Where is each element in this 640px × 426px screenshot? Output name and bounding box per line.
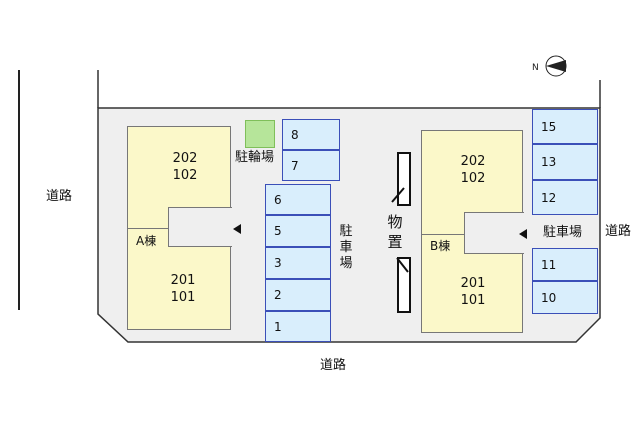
label-char: 物 xyxy=(387,213,403,231)
parking-stall: 12 xyxy=(532,180,598,215)
parking-stall: 7 xyxy=(282,150,340,181)
parking-stall: 5 xyxy=(265,215,331,247)
label-char: 場 xyxy=(339,256,353,271)
building-b-wing-label: B棟 xyxy=(430,239,451,253)
unit-label: 202 xyxy=(172,151,198,166)
building-b-lower-units: 201 101 xyxy=(448,275,498,309)
parking-stall: 6 xyxy=(265,184,331,215)
stall-number: 7 xyxy=(291,158,299,173)
building-b-upper-units: 202 102 xyxy=(448,153,498,187)
stall-number: 12 xyxy=(541,190,557,205)
stall-number: 6 xyxy=(274,192,282,207)
unit-label: 201 xyxy=(460,276,486,291)
road-label-right: 道路 xyxy=(605,224,632,239)
building-a-lower-units: 201 101 xyxy=(158,272,208,306)
parking-stall: 1 xyxy=(265,311,331,342)
bike-parking-label: 駐輪場 xyxy=(235,150,275,165)
unit-label: 201 xyxy=(170,273,196,288)
center-parking-label: 駐 車 場 xyxy=(339,224,353,272)
parking-stall: 3 xyxy=(265,247,331,279)
unit-label: 102 xyxy=(460,171,486,186)
entrance-arrow-icon xyxy=(233,224,241,234)
building-a-upper-units: 202 102 xyxy=(160,150,210,184)
right-parking-label: 駐車場 xyxy=(543,225,583,240)
entrance-arrow-icon xyxy=(519,229,527,239)
label-char: 車 xyxy=(339,240,353,255)
unit-label: 202 xyxy=(460,154,486,169)
label-char: 駐 xyxy=(339,224,353,239)
storage-label: 物 置 xyxy=(386,212,404,252)
building-a-notch xyxy=(168,207,232,247)
stall-number: 8 xyxy=(291,127,299,142)
parking-stall: 15 xyxy=(532,109,598,144)
building-b-notch xyxy=(464,212,524,254)
unit-label: 102 xyxy=(172,168,198,183)
label-char: 置 xyxy=(387,233,403,251)
compass-label: N xyxy=(532,63,539,73)
stall-number: 5 xyxy=(274,224,282,238)
road-label-bottom: 道路 xyxy=(320,358,347,373)
unit-label: 101 xyxy=(170,290,196,305)
stall-number: 15 xyxy=(541,119,557,134)
stall-number: 3 xyxy=(274,256,282,270)
building-a-wing-label: A棟 xyxy=(136,234,157,248)
stall-number: 11 xyxy=(541,257,557,272)
parking-stall: 10 xyxy=(532,281,598,314)
bike-parking-area xyxy=(245,120,275,148)
building-a-wing-box xyxy=(127,228,169,247)
north-arrow-icon: N xyxy=(532,55,567,77)
building-b-wing-box xyxy=(421,234,465,254)
parking-stall: 11 xyxy=(532,248,598,281)
stall-number: 13 xyxy=(541,155,557,169)
unit-label: 101 xyxy=(460,293,486,308)
parking-stall: 13 xyxy=(532,144,598,180)
road-label-left: 道路 xyxy=(46,189,73,204)
parking-stall: 8 xyxy=(282,119,340,150)
stall-number: 1 xyxy=(274,319,282,334)
left-road-line xyxy=(18,70,20,310)
stall-number: 10 xyxy=(541,290,557,305)
parking-stall: 2 xyxy=(265,279,331,311)
stall-number: 2 xyxy=(274,288,282,302)
